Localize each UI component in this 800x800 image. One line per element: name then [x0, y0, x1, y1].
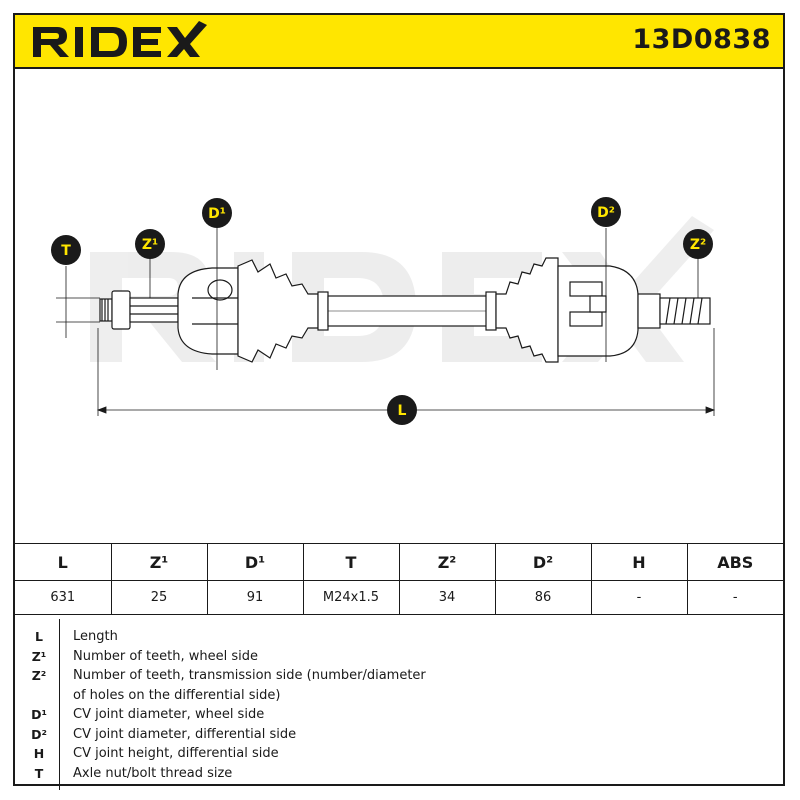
legend-key: D²	[31, 726, 47, 742]
legend-text: CV joint diameter, wheel side	[73, 707, 265, 722]
spec-header: D¹	[206, 543, 304, 581]
boot-clamp-2	[485, 291, 497, 331]
svg-text:D²: D²	[597, 205, 615, 221]
svg-text:T: T	[61, 243, 71, 259]
spec-header: T	[302, 543, 400, 581]
driveshaft-drawing: T Z¹ D¹ D² Z² L	[15, 69, 783, 549]
legend-item: D² CV joint diameter, differential side	[15, 727, 783, 747]
svg-text:L: L	[398, 403, 407, 419]
spec-value: -	[686, 580, 783, 615]
wheel-side-nut	[111, 290, 131, 330]
wheel-side-spline	[129, 297, 179, 323]
legend-text: Length	[73, 629, 118, 644]
legend-text: Axle nut/bolt thread size	[73, 765, 233, 781]
transmission-side-boot	[495, 257, 559, 363]
svg-text:Z²: Z²	[690, 237, 706, 253]
legend-item: L Length	[15, 629, 783, 649]
spec-value: 86	[494, 580, 592, 615]
spec-header-row: L Z¹ D¹ T Z² D² H ABS	[15, 543, 783, 581]
legend-text: of holes on the differential side)	[73, 687, 281, 703]
legend-text: CV joint diameter, differential side	[73, 726, 297, 742]
spec-value: 34	[398, 580, 496, 615]
datasheet-frame: 13D0838	[13, 13, 785, 790]
svg-text:D¹: D¹	[208, 206, 226, 222]
callout-D1: D¹	[202, 198, 232, 228]
spec-header: L	[15, 543, 112, 581]
spec-table: L Z¹ D¹ T Z² D² H ABS 631 25 91 M24x1.5 …	[15, 543, 783, 615]
spec-value: 25	[110, 580, 208, 615]
part-number: 13D0838	[632, 24, 771, 55]
spec-header: D²	[494, 543, 592, 581]
legend-item: Z² Number of teeth, transmission side (n…	[15, 668, 783, 688]
legend-text: CV joint height, differential side	[73, 746, 279, 761]
spec-header: ABS	[686, 543, 783, 581]
legend-item: T Axle nut/bolt thread size	[15, 766, 783, 786]
legend-key: H	[33, 746, 45, 761]
callout-L: L	[387, 395, 417, 425]
legend-item: D¹ CV joint diameter, wheel side	[15, 707, 783, 727]
outer-cv-joint	[177, 267, 239, 355]
boot-clamp-1	[317, 291, 329, 331]
legend-divider	[59, 619, 60, 790]
legend-key: Z²	[31, 668, 47, 683]
callout-D2: D²	[591, 197, 621, 227]
header-bar: 13D0838	[15, 15, 783, 69]
legend-text: Number of teeth, transmission side (numb…	[73, 668, 426, 683]
callout-T: T	[51, 235, 81, 265]
legend-item: of holes on the differential side)	[15, 688, 783, 708]
legend: L Length Z¹ Number of teeth, wheel side …	[15, 619, 783, 790]
ridex-logo	[33, 21, 207, 57]
spec-header: H	[590, 543, 688, 581]
spec-value: 631	[15, 580, 112, 615]
legend-item: Z¹ Number of teeth, wheel side	[15, 649, 783, 669]
legend-text: Number of teeth, wheel side	[73, 648, 258, 664]
legend-key: D¹	[31, 707, 47, 722]
spec-value: 91	[206, 580, 304, 615]
legend-item: H CV joint height, differential side	[15, 746, 783, 766]
callout-Z1: Z¹	[135, 229, 165, 259]
legend-key: T	[34, 765, 44, 781]
svg-text:Z¹: Z¹	[142, 237, 158, 253]
spec-value-row: 631 25 91 M24x1.5 34 86 - -	[15, 580, 783, 615]
spec-header: Z²	[398, 543, 496, 581]
transmission-flange	[637, 293, 661, 329]
legend-key: Z¹	[31, 648, 47, 664]
spec-header: Z¹	[110, 543, 208, 581]
spec-value: -	[590, 580, 688, 615]
callout-Z2: Z²	[683, 229, 713, 259]
cv-ball	[207, 279, 233, 301]
driveshaft-svg: T Z¹ D¹ D² Z² L	[51, 197, 716, 425]
legend-key: L	[35, 629, 43, 644]
shaft-assembly	[99, 257, 711, 363]
spec-value: M24x1.5	[302, 580, 400, 615]
